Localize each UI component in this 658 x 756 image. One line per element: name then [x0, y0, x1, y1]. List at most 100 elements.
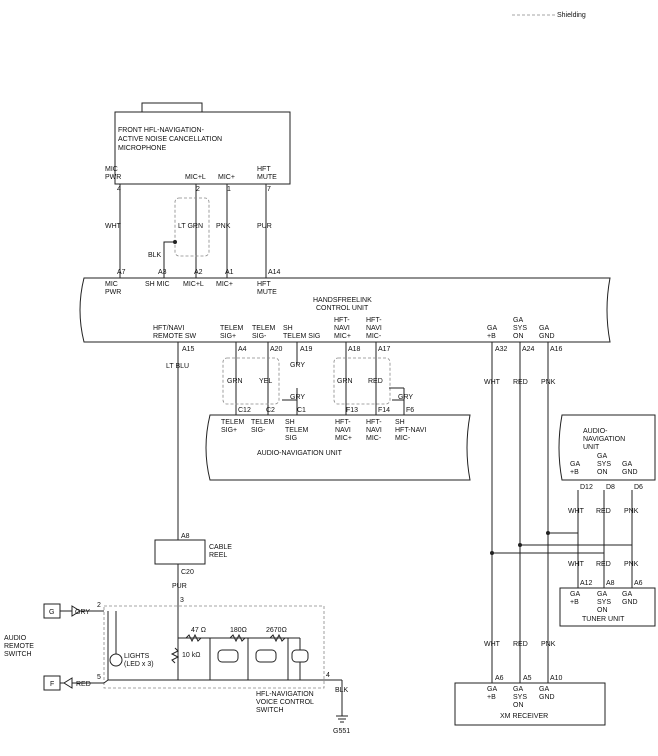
- voice-switch-box: [103, 605, 325, 689]
- mic-pin-label-hft-mute-1: HFT: [257, 166, 271, 173]
- wire-gry-remote: GRY: [75, 609, 90, 616]
- wire-gry-telem-bottom: GRY: [290, 394, 305, 401]
- cable-reel-name-2: REEL: [209, 552, 227, 559]
- hfl-label-ga-b-1: GA: [487, 325, 497, 332]
- tuner-unit: A12 A8 A6 GA +B GA SYS ON GA GND TUNER U…: [559, 580, 656, 627]
- xm-pin-a10: A10: [550, 675, 563, 682]
- an-pin-f14: F14: [378, 407, 390, 414]
- mic-name-1: FRONT HFL-NAVIGATION-: [118, 127, 205, 134]
- an-lbl-f13-2: NAVI: [335, 427, 351, 434]
- tuner-lbl-2-3: ON: [597, 607, 608, 614]
- wire-blk-ground: BLK: [335, 687, 349, 694]
- wire-gry-telem-top: GRY: [290, 362, 305, 369]
- hfl-pin-a20: A20: [270, 346, 283, 353]
- hfl-label-mic-l: MIC+L: [183, 281, 204, 288]
- ga-wires: [490, 342, 633, 683]
- terminal-f: F: [50, 681, 54, 688]
- hfl-label-telem-sigp-1: TELEM: [220, 325, 244, 332]
- resistor-180: 180Ω: [230, 627, 247, 634]
- hfl-label-telem-sigp-2: SIG+: [220, 333, 236, 340]
- mic-pin-label-mic-pwr-2: PWR: [105, 174, 121, 181]
- resistor-2670: 2670Ω: [266, 627, 287, 634]
- hfl-label-navi-micp-2: NAVI: [334, 325, 350, 332]
- hfl-label-mic-pwr-2: PWR: [105, 289, 121, 296]
- an-lbl-f14-3: MIC-: [366, 435, 382, 442]
- wire-wht-ga: WHT: [484, 379, 501, 386]
- audio-nav-unit: C12 C2 C1 F13 F14 F6 TELEM SIG+ TELEM SI…: [205, 407, 471, 481]
- switch-pin-2: 2: [97, 602, 101, 609]
- xm-lbl-3-2: GND: [539, 694, 555, 701]
- anr-lbl-d8-3: ON: [597, 469, 608, 476]
- switch-name-2: VOICE CONTROL: [256, 699, 314, 706]
- hfl-label-navi-micp-3: MIC+: [334, 333, 351, 340]
- an-lbl-c2-1: TELEM: [251, 419, 275, 426]
- hfl-pin-a24: A24: [522, 346, 535, 353]
- switch-pin-5: 5: [97, 674, 101, 681]
- wire-pnk-xm: PNK: [541, 641, 556, 648]
- hfl-label-sh-telem-2: TELEM SIG: [283, 333, 320, 340]
- an-lbl-c2-2: SIG-: [251, 427, 266, 434]
- wire-red-navi: RED: [368, 378, 383, 385]
- mic-pin-label-mic-pwr-1: MIC: [105, 166, 118, 173]
- an-lbl-f6-1: SH: [395, 419, 405, 426]
- anr-lbl-d8-1: GA: [597, 453, 607, 460]
- tuner-lbl-1-2: +B: [570, 599, 579, 606]
- resistor-10k: 10 kΩ: [182, 652, 200, 659]
- lights-name-2: (LED x 3): [124, 661, 154, 668]
- hfl-pin-a15: A15: [182, 346, 195, 353]
- hfl-label-ga-sys-3: ON: [513, 333, 524, 340]
- an-lbl-c1-2: TELEM: [285, 427, 309, 434]
- wire-red-tuner: RED: [596, 561, 611, 568]
- wire-pur-mic: PUR: [257, 223, 272, 230]
- hfl-control-unit: A7 A3 A2 A1 A14 MIC PWR SH MIC MIC+L MIC…: [79, 269, 611, 353]
- wire-pnk-tuner: PNK: [624, 561, 639, 568]
- wire-wht-tuner: WHT: [568, 561, 585, 568]
- wire-red-ga: RED: [513, 379, 528, 386]
- an-lbl-f6-3: MIC-: [395, 435, 411, 442]
- resistor-47: 47 Ω: [191, 627, 206, 634]
- an-lbl-c1-3: SIG: [285, 435, 297, 442]
- mic-pin-4: 4: [117, 186, 121, 193]
- wire-red-an: RED: [596, 508, 611, 515]
- hfl-label-ga-sys-1: GA: [513, 317, 523, 324]
- tuner-lbl-2-2: SYS: [597, 599, 611, 606]
- hfl-label-ga-b-2: +B: [487, 333, 496, 340]
- tuner-lbl-2-1: GA: [597, 591, 607, 598]
- wire-lt-blu: LT BLU: [166, 363, 189, 370]
- wire-wht-xm: WHT: [484, 641, 501, 648]
- an-pin-f13: F13: [346, 407, 358, 414]
- mic-pin-label-mic-l: MIC+L: [185, 174, 206, 181]
- tuner-lbl-1-1: GA: [570, 591, 580, 598]
- xm-lbl-1-1: GA: [487, 686, 497, 693]
- an-pin-c12: C12: [238, 407, 251, 414]
- hfl-pin-a19: A19: [300, 346, 313, 353]
- terminal-g: G: [49, 609, 54, 616]
- hfl-pin-a18: A18: [348, 346, 361, 353]
- mic-pin-7: 7: [267, 186, 271, 193]
- hfl-label-hft-mute-2: MUTE: [257, 289, 277, 296]
- hfl-pin-a14: A14: [268, 269, 281, 276]
- hfl-pin-a4: A4: [238, 346, 247, 353]
- mic-wires: [119, 184, 267, 278]
- an-lbl-c12-2: SIG+: [221, 427, 237, 434]
- wire-wht-mic: WHT: [105, 223, 122, 230]
- xm-lbl-2-1: GA: [513, 686, 523, 693]
- xm-lbl-2-2: SYS: [513, 694, 527, 701]
- mic-pin-label-hft-mute-2: MUTE: [257, 174, 277, 181]
- tuner-lbl-3-2: GND: [622, 599, 638, 606]
- hfl-pin-a17: A17: [378, 346, 391, 353]
- audio-remote-name-1: AUDIO: [4, 635, 27, 642]
- an-pin-f6: F6: [406, 407, 414, 414]
- an-lbl-f13-1: HFT-: [335, 419, 351, 426]
- mic-pin-1: 1: [227, 186, 231, 193]
- cable-reel-box: [154, 539, 206, 565]
- wire-wht-an: WHT: [568, 508, 585, 515]
- hfl-pin-a32: A32: [495, 346, 508, 353]
- anr-lbl-d8-2: SYS: [597, 461, 611, 468]
- hfl-pin-a7: A7: [117, 269, 126, 276]
- navi-mic-shield: [333, 357, 391, 405]
- anr-lbl-d12-1: GA: [570, 461, 580, 468]
- hfl-label-navi-micm-1: HFT-: [366, 317, 382, 324]
- mic-name-3: MICROPHONE: [118, 145, 167, 152]
